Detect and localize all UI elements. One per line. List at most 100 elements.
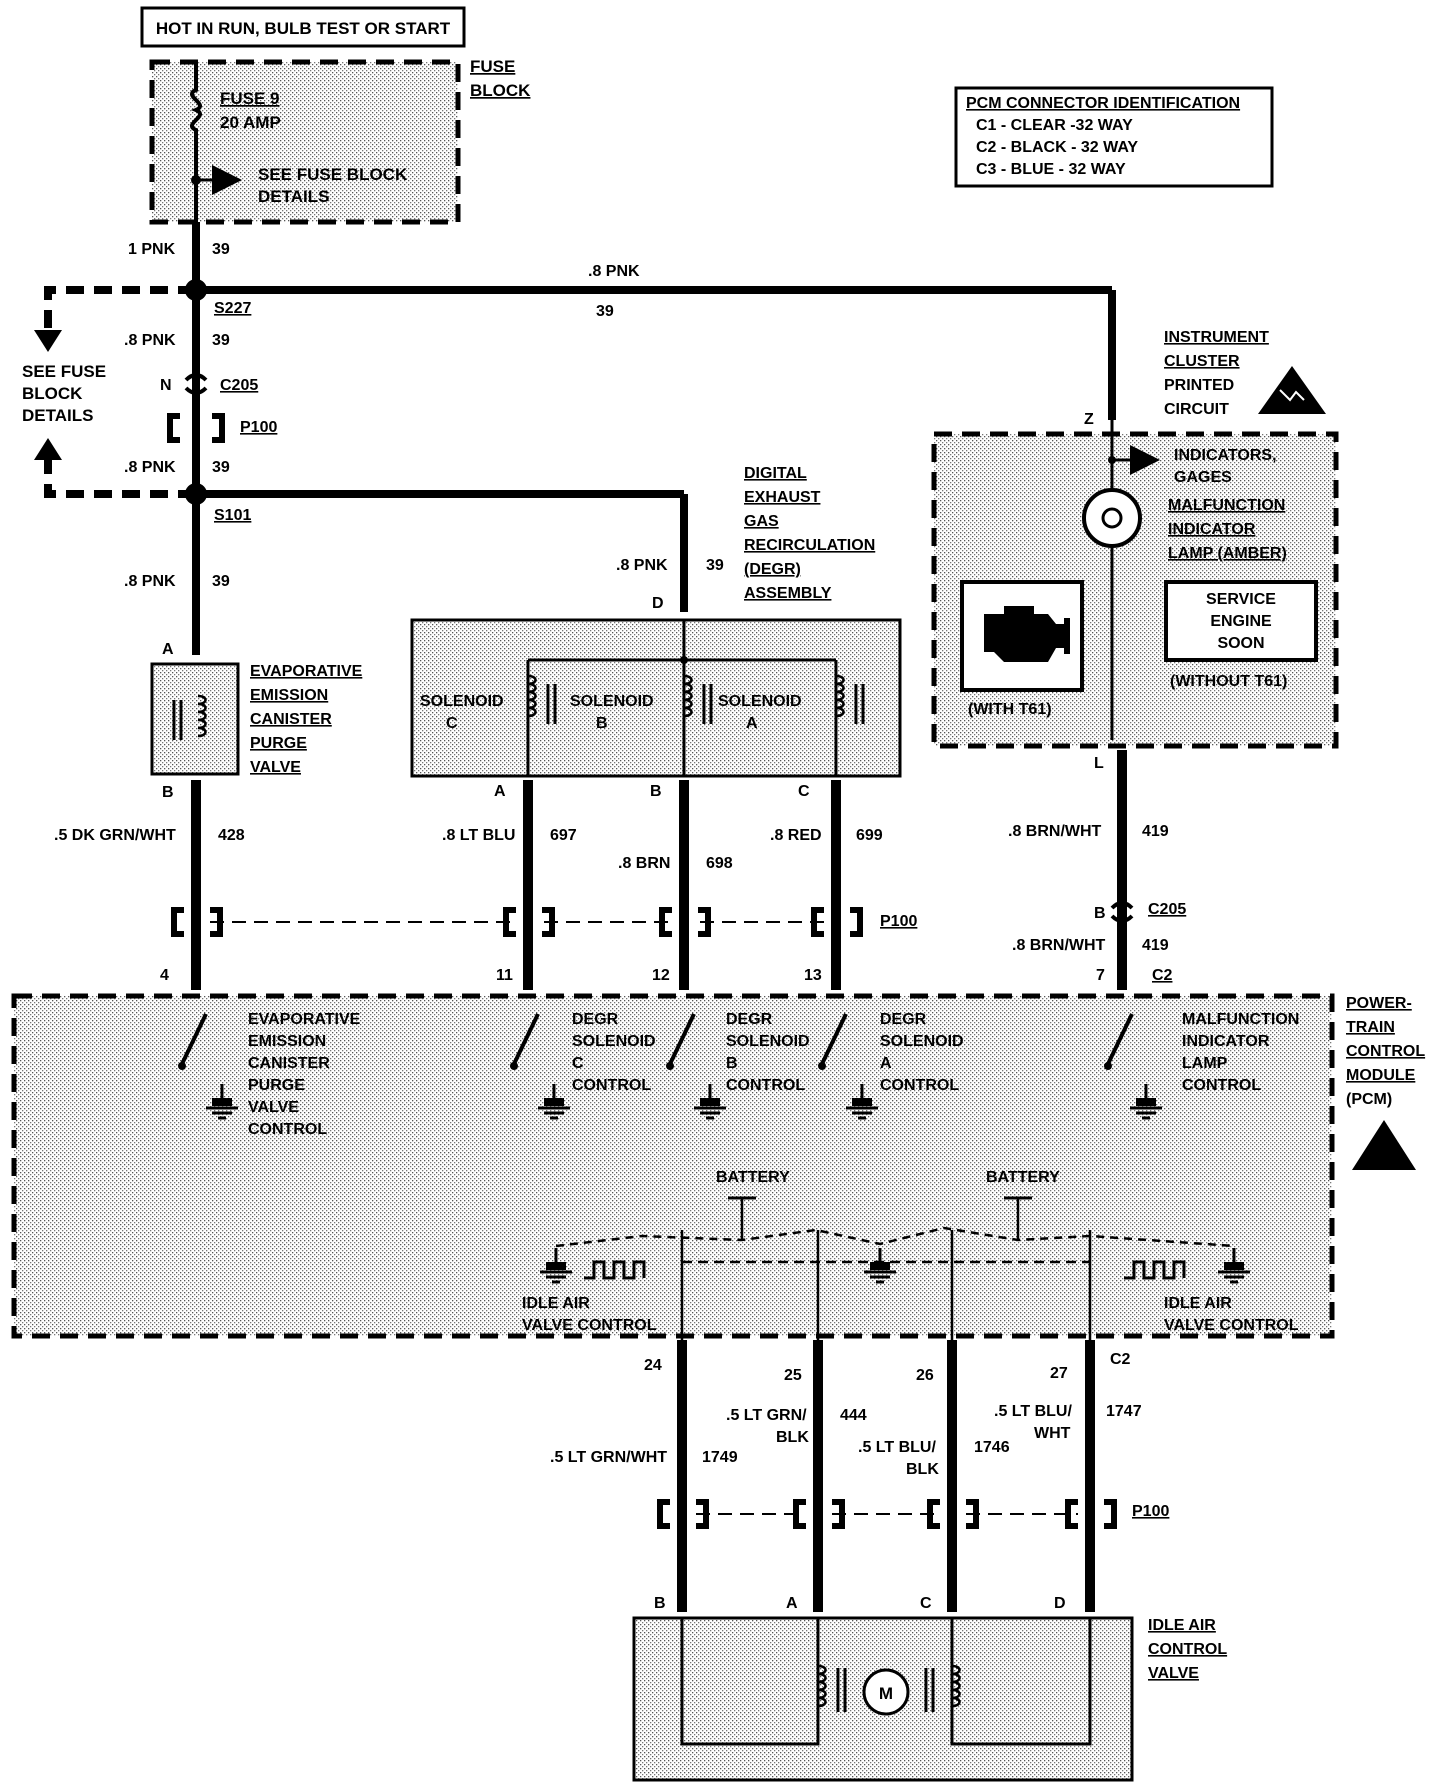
degr-assembly-box: SOLENOID C SOLENOID B SOLENOID A A B C xyxy=(410,618,902,800)
svg-text:CONTROL: CONTROL xyxy=(1182,1077,1261,1094)
svg-text:A: A xyxy=(880,1055,892,1072)
wire-w3-gauge: .8 PNK xyxy=(124,459,176,476)
wire-brnwht2-circuit: 419 xyxy=(1142,937,1169,954)
pcm-pin-24: 24 xyxy=(644,1357,662,1374)
svg-text:MALFUNCTION: MALFUNCTION xyxy=(1182,1011,1299,1028)
wire-iac2-gauge-1: .5 LT GRN/ xyxy=(726,1407,807,1424)
wire-iac3-gauge-2: BLK xyxy=(906,1461,939,1478)
see-fuse-details-2: DETAILS xyxy=(258,187,329,206)
svg-text:LAMP: LAMP xyxy=(1182,1055,1228,1072)
pcm-pin-25: 25 xyxy=(784,1367,802,1384)
svg-text:CIRCUIT: CIRCUIT xyxy=(1164,401,1229,418)
wire-w2-circuit: 39 xyxy=(212,332,230,349)
svg-text:IDLE AIR: IDLE AIR xyxy=(522,1295,590,1312)
svg-text:SOON: SOON xyxy=(1217,635,1264,652)
svg-text:VALVE: VALVE xyxy=(250,759,301,776)
svg-text:MODULE: MODULE xyxy=(1346,1067,1416,1084)
svg-text:PURGE: PURGE xyxy=(250,735,307,752)
svg-text:POWER-: POWER- xyxy=(1346,995,1412,1012)
connector-b-c205: B xyxy=(1094,905,1106,922)
svg-text:SOLENOID: SOLENOID xyxy=(726,1033,810,1050)
connector-c205-top: C205 xyxy=(220,377,258,394)
svg-text:CONTROL: CONTROL xyxy=(1346,1043,1425,1060)
connector-p100-top: P100 xyxy=(240,419,277,436)
fuse-block: FUSE BLOCK FUSE 9 20 AMP SEE FUSE BLOCK … xyxy=(149,57,531,225)
iac-wires: 24 25 26 27 C2 .5 LT GRN/WHT 1749 .5 LT … xyxy=(550,1340,1169,1612)
see-fuse-details-1: SEE FUSE BLOCK xyxy=(258,165,408,184)
svg-text:(PCM): (PCM) xyxy=(1346,1091,1392,1108)
wire-w2-gauge: .8 PNK xyxy=(124,332,176,349)
degr-pin-a: A xyxy=(494,783,506,800)
iac-pin-b: B xyxy=(654,1595,666,1612)
service-engine-soon-box xyxy=(1164,580,1318,662)
connector-n: N xyxy=(160,377,172,394)
svg-text:PURGE: PURGE xyxy=(248,1077,305,1094)
pcm-connector-row-2: C2 - BLACK - 32 WAY xyxy=(976,139,1138,156)
svg-text:GAS: GAS xyxy=(744,513,779,530)
fuse-icon xyxy=(190,62,202,222)
driver-degr-b: DEGR SOLENOID B CONTROL xyxy=(726,1011,810,1094)
svg-text:DEGR: DEGR xyxy=(572,1011,619,1028)
driver-degr-c: DEGR SOLENOID C CONTROL xyxy=(572,1011,656,1094)
wire-evap-gauge: .5 DK GRN/WHT xyxy=(54,827,176,844)
wire-brnwht2-gauge: .8 BRN/WHT xyxy=(1012,937,1106,954)
pcm-connector-id-title: PCM CONNECTOR IDENTIFICATION xyxy=(966,95,1240,112)
svg-text:CANISTER: CANISTER xyxy=(248,1055,330,1072)
evap-canister-purge-valve: A B EVAPORATIVE EMISSION CANISTER PURGE … xyxy=(150,641,363,801)
svg-text:MALFUNCTION: MALFUNCTION xyxy=(1168,497,1285,514)
pulse-train-right xyxy=(1124,1260,1186,1280)
wire-iac4-gauge-1: .5 LT BLU/ xyxy=(994,1403,1072,1420)
wire-top-circuit: 39 xyxy=(596,303,614,320)
svg-text:DEGR: DEGR xyxy=(726,1011,773,1028)
wire-top-gauge: .8 PNK xyxy=(588,263,640,280)
svg-text:INDICATOR: INDICATOR xyxy=(1168,521,1256,538)
connector-p100-bottom: P100 xyxy=(1132,1503,1169,1520)
wire-ltblu-circuit: 697 xyxy=(550,827,577,844)
wire-w1-circuit: 39 xyxy=(212,241,230,258)
svg-text:INDICATOR: INDICATOR xyxy=(1182,1033,1270,1050)
pcm-module: POWER- TRAIN CONTROL MODULE (PCM) EVAPOR… xyxy=(11,993,1425,1340)
svg-text:VALVE: VALVE xyxy=(1148,1665,1199,1682)
wire-iac3-gauge-1: .5 LT BLU/ xyxy=(858,1439,936,1456)
connector-c205-right: C205 xyxy=(1148,901,1186,918)
wire-w4-gauge: .8 PNK xyxy=(124,573,176,590)
svg-text:BATTERY: BATTERY xyxy=(716,1169,790,1186)
see-fuse-left-3: DETAILS xyxy=(22,406,93,425)
instrument-cluster: INSTRUMENT CLUSTER PRINTED CIRCUIT Z IND… xyxy=(931,329,1339,772)
wire-iac1-circuit: 1749 xyxy=(702,1449,738,1466)
svg-text:(DEGR): (DEGR) xyxy=(744,561,801,578)
svg-text:LAMP (AMBER): LAMP (AMBER) xyxy=(1168,545,1287,562)
wire-iac1-gauge: .5 LT GRN/WHT xyxy=(550,1449,667,1466)
driver-degr-a: DEGR SOLENOID A CONTROL xyxy=(880,1011,964,1094)
see-fuse-left-2: BLOCK xyxy=(22,384,83,403)
wire-degr-circuit: 39 xyxy=(706,557,724,574)
wire-brn-gauge: .8 BRN xyxy=(618,855,670,872)
wire-brnwht1-circuit: 419 xyxy=(1142,823,1169,840)
wire-evap-circuit: 428 xyxy=(218,827,245,844)
splice-s101-label: S101 xyxy=(214,507,251,524)
svg-text:ENGINE: ENGINE xyxy=(1210,613,1272,630)
engine-icon xyxy=(984,606,1070,662)
svg-text:CONTROL: CONTROL xyxy=(726,1077,805,1094)
solenoid-a-label: SOLENOID xyxy=(718,693,802,710)
mil-lamp-icon xyxy=(1082,488,1142,548)
iac-pin-d: D xyxy=(1054,1595,1066,1612)
svg-text:(WITHOUT T61): (WITHOUT T61) xyxy=(1170,673,1287,690)
svg-text:SOLENOID: SOLENOID xyxy=(572,1033,656,1050)
svg-text:(WITH T61): (WITH T61) xyxy=(968,701,1052,718)
esd-warning-icon-1 xyxy=(1258,366,1326,414)
svg-text:EMISSION: EMISSION xyxy=(250,687,328,704)
arrow-down-see-fuse xyxy=(34,330,62,352)
svg-text:VALVE: VALVE xyxy=(248,1099,299,1116)
evap-pin-a: A xyxy=(162,641,174,658)
svg-text:EMISSION: EMISSION xyxy=(248,1033,326,1050)
svg-text:IDLE AIR: IDLE AIR xyxy=(1148,1617,1216,1634)
wire-brn-circuit: 698 xyxy=(706,855,733,872)
evap-pin-b: B xyxy=(162,784,174,801)
wire-iac4-circuit: 1747 xyxy=(1106,1403,1142,1420)
iac-driver-circuit: BATTERY BATTERY IDLE AIR VALVE CONTROL I… xyxy=(522,1169,1299,1340)
svg-text:EXHAUST: EXHAUST xyxy=(744,489,821,506)
pcm-pin-4: 4 xyxy=(160,967,169,984)
idle-air-control-valve: M IDLE AIR CONTROL VALVE xyxy=(632,1616,1227,1782)
